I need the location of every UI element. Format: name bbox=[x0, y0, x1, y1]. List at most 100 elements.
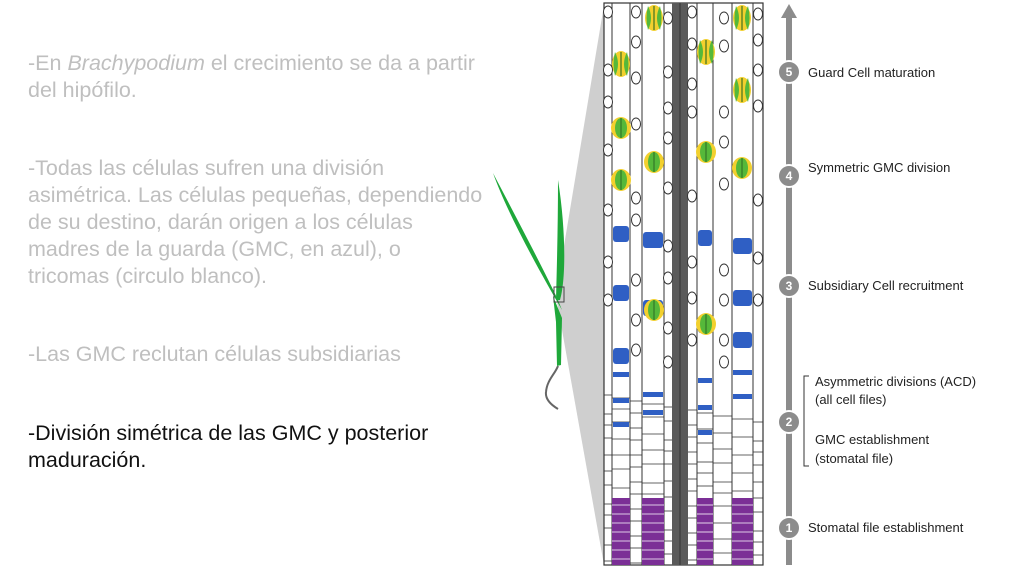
stage-2-number: 2 bbox=[786, 415, 793, 429]
guard-cell bbox=[734, 6, 739, 30]
trichome-cell bbox=[631, 117, 641, 131]
trichome-cell bbox=[663, 271, 673, 285]
trichome-cell bbox=[631, 35, 641, 49]
trichome-cell bbox=[687, 255, 697, 269]
stage-1-number: 1 bbox=[786, 521, 793, 535]
paragraph-growth-prefix: -En bbox=[28, 51, 68, 75]
stage-2-label: (all cell files) bbox=[815, 392, 887, 407]
asymmetric-division-cell bbox=[613, 372, 629, 377]
trichome-cell bbox=[753, 193, 763, 207]
zoom-box bbox=[553, 286, 565, 303]
stage-4-number: 4 bbox=[786, 169, 793, 183]
trichome-cell bbox=[603, 63, 613, 77]
stage-2-label: GMC establishment bbox=[815, 432, 930, 447]
trichome-cell bbox=[719, 355, 729, 369]
asymmetric-division-cell bbox=[698, 405, 712, 410]
stage-5-label: Guard Cell maturation bbox=[808, 65, 935, 80]
arrow-head bbox=[781, 4, 797, 18]
trichome-cell bbox=[687, 333, 697, 347]
trichome-cell bbox=[719, 39, 729, 53]
stage-5-circle bbox=[777, 60, 801, 84]
early-stomatal-cell bbox=[697, 498, 713, 565]
gmc-cell bbox=[613, 226, 629, 242]
asymmetric-division-cell bbox=[698, 430, 712, 435]
trichome-cell bbox=[603, 293, 613, 307]
trichome-cell bbox=[631, 191, 641, 205]
guard-cell bbox=[745, 6, 750, 30]
guard-cell bbox=[657, 6, 662, 30]
trichome-cell bbox=[603, 143, 613, 157]
trichome-cell bbox=[663, 131, 673, 145]
trichome-cell bbox=[753, 99, 763, 113]
trichome-cell bbox=[687, 37, 697, 51]
stage-2-label: (stomatal file) bbox=[815, 451, 893, 466]
stage-1-circle bbox=[777, 516, 801, 540]
asymmetric-division-cell bbox=[613, 398, 629, 403]
leaf-blade-left bbox=[493, 173, 562, 310]
paragraph-growth-suffix: el crecimiento se da a partir del hipófi… bbox=[28, 51, 475, 102]
trichome-cell bbox=[663, 355, 673, 369]
stage-3-label: Subsidiary Cell recruitment bbox=[808, 278, 964, 293]
trichome-cell bbox=[719, 333, 729, 347]
trichome-cell bbox=[753, 251, 763, 265]
leaf-stem bbox=[553, 296, 562, 366]
root-hook bbox=[544, 365, 559, 410]
early-stomatal-cell bbox=[612, 498, 630, 565]
stage-2-circle bbox=[777, 410, 801, 434]
trichome-cell bbox=[603, 255, 613, 269]
trichome-cell bbox=[603, 95, 613, 109]
trichome-cell bbox=[687, 291, 697, 305]
trichome-cell bbox=[663, 239, 673, 253]
asymmetric-division-cell bbox=[643, 410, 663, 415]
trichome-cell bbox=[753, 7, 763, 21]
guard-cell bbox=[709, 40, 714, 64]
species-name: Brachypodium bbox=[67, 51, 205, 75]
stage-3-number: 3 bbox=[786, 279, 793, 293]
trichome-cell bbox=[719, 263, 729, 277]
trichome-cell bbox=[687, 105, 697, 119]
stage-2-bracket bbox=[803, 375, 809, 467]
trichome-cell bbox=[663, 321, 673, 335]
trichome-cell bbox=[631, 213, 641, 227]
paragraph-asymmetric-division: -Todas las células sufren una división a… bbox=[28, 156, 483, 288]
trichome-cell bbox=[719, 177, 729, 191]
trichome-cell bbox=[663, 11, 673, 25]
trichome-cell bbox=[753, 63, 763, 77]
trichome-cell bbox=[663, 181, 673, 195]
paragraph-growth: -En Brachypodium el crecimiento se da a … bbox=[28, 50, 483, 104]
trichome-cell bbox=[631, 313, 641, 327]
trichome-cell bbox=[631, 343, 641, 357]
stage-3-circle bbox=[777, 274, 801, 298]
cell-grid bbox=[603, 2, 764, 566]
trichome-cell bbox=[719, 105, 729, 119]
trichome-cell bbox=[663, 101, 673, 115]
leaf-blade-right bbox=[556, 180, 565, 300]
stage-4-circle bbox=[777, 164, 801, 188]
asymmetric-division-cell bbox=[643, 392, 663, 397]
trichome-cell bbox=[687, 5, 697, 19]
early-stomatal-cell bbox=[642, 498, 664, 565]
guard-cell bbox=[613, 52, 618, 76]
trichome-cell bbox=[631, 273, 641, 287]
asymmetric-division-cell bbox=[698, 378, 712, 383]
asymmetric-division-cell bbox=[733, 370, 752, 375]
gmc-cell bbox=[613, 348, 629, 364]
gmc-cell bbox=[733, 290, 752, 306]
plant-leaf bbox=[493, 173, 565, 410]
paragraph-gmc-recruit: -Las GMC reclutan células subsidiarias bbox=[28, 342, 401, 366]
guard-cell bbox=[624, 52, 629, 76]
trichome-cell bbox=[719, 11, 729, 25]
trichome-cell bbox=[719, 135, 729, 149]
stage-4-label: Symmetric GMC division bbox=[808, 160, 950, 175]
guard-cell bbox=[698, 40, 703, 64]
paragraph-symmetric-division: -División simétrica de las GMC y posteri… bbox=[28, 421, 429, 472]
gmc-cell bbox=[643, 232, 663, 248]
trichome-cell bbox=[631, 71, 641, 85]
gmc-cell bbox=[613, 285, 629, 301]
asymmetric-division-cell bbox=[613, 422, 629, 427]
gmc-cell bbox=[733, 238, 752, 254]
guard-cell bbox=[734, 78, 739, 102]
guard-cell bbox=[745, 78, 750, 102]
